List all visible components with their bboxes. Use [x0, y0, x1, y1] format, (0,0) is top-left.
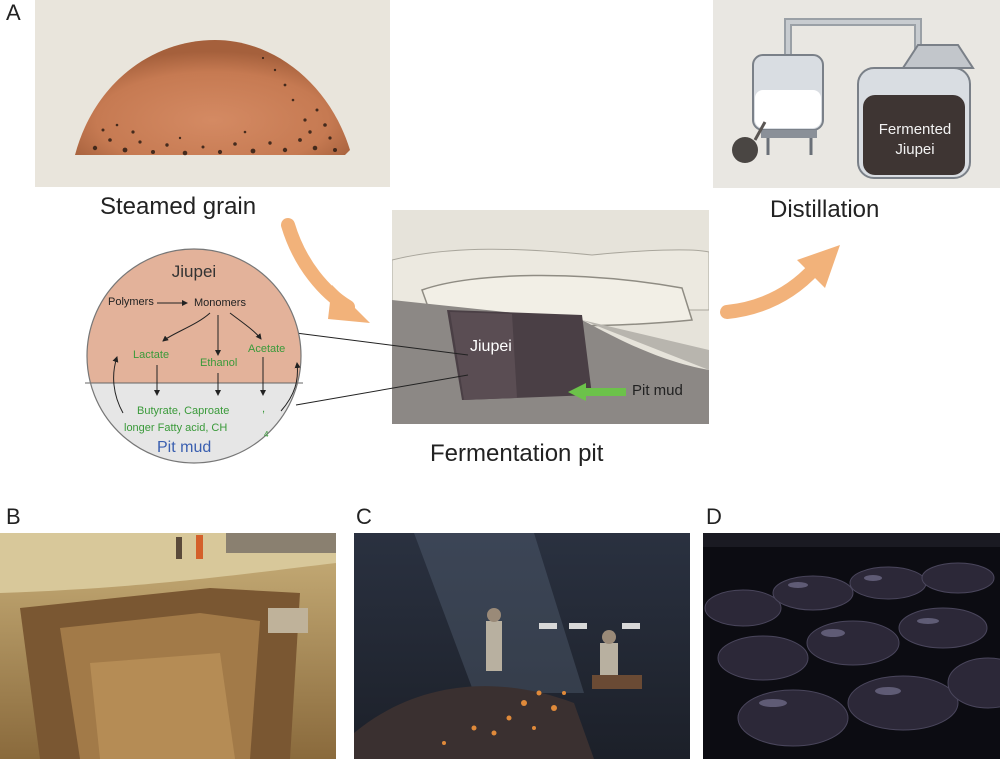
- products-line-1: Butyrate, Caproate: [137, 405, 230, 417]
- products-comma: ,: [262, 403, 266, 415]
- photo-c-workers: [354, 533, 690, 759]
- pit-mud-label: Pit mud: [632, 382, 683, 399]
- pit-jiupei-label: Jiupei: [470, 338, 512, 355]
- fermentation-pit-image: [392, 210, 709, 424]
- steamed-grain-caption: Steamed grain: [100, 193, 257, 220]
- monomers-label: Monomers: [194, 297, 246, 309]
- circle-to-pit-lines: [295, 332, 469, 406]
- distillation-caption: Distillation: [770, 196, 880, 223]
- lactate-label: Lactate: [133, 349, 170, 361]
- steamed-grain-image: [35, 0, 390, 187]
- panel-label-b: B: [6, 504, 21, 529]
- products-line-2: longer Fatty acid, CH: [124, 422, 228, 434]
- still-jiupei-line: Jiupei: [895, 141, 935, 158]
- panel-label-c: C: [356, 504, 372, 529]
- panel-label-a: A: [6, 0, 21, 25]
- still-fermented-label: Fermented Jiupei: [858, 120, 972, 160]
- products-subscript: 4: [264, 430, 269, 439]
- distillation-image: [713, 0, 1000, 188]
- circle-pit-mud-label: Pit mud: [157, 439, 212, 456]
- arrow-to-pit-icon: [281, 218, 370, 323]
- fermentation-pit-caption: Fermentation pit: [430, 440, 604, 467]
- photo-d-covered-pits: [703, 533, 1000, 759]
- polymers-label: Polymers: [108, 296, 154, 308]
- acetate-label: Acetate: [248, 343, 286, 355]
- panel-label-d: D: [706, 504, 722, 529]
- arrow-to-distillation-icon: [720, 245, 840, 319]
- ethanol-label: Ethanol: [200, 357, 238, 369]
- metabolism-circle: [85, 248, 303, 464]
- still-fermented-line: Fermented: [878, 121, 952, 138]
- green-arrow-icon: [568, 383, 626, 401]
- circle-title: Jiupei: [171, 262, 217, 281]
- photo-b-excavation: [0, 533, 336, 759]
